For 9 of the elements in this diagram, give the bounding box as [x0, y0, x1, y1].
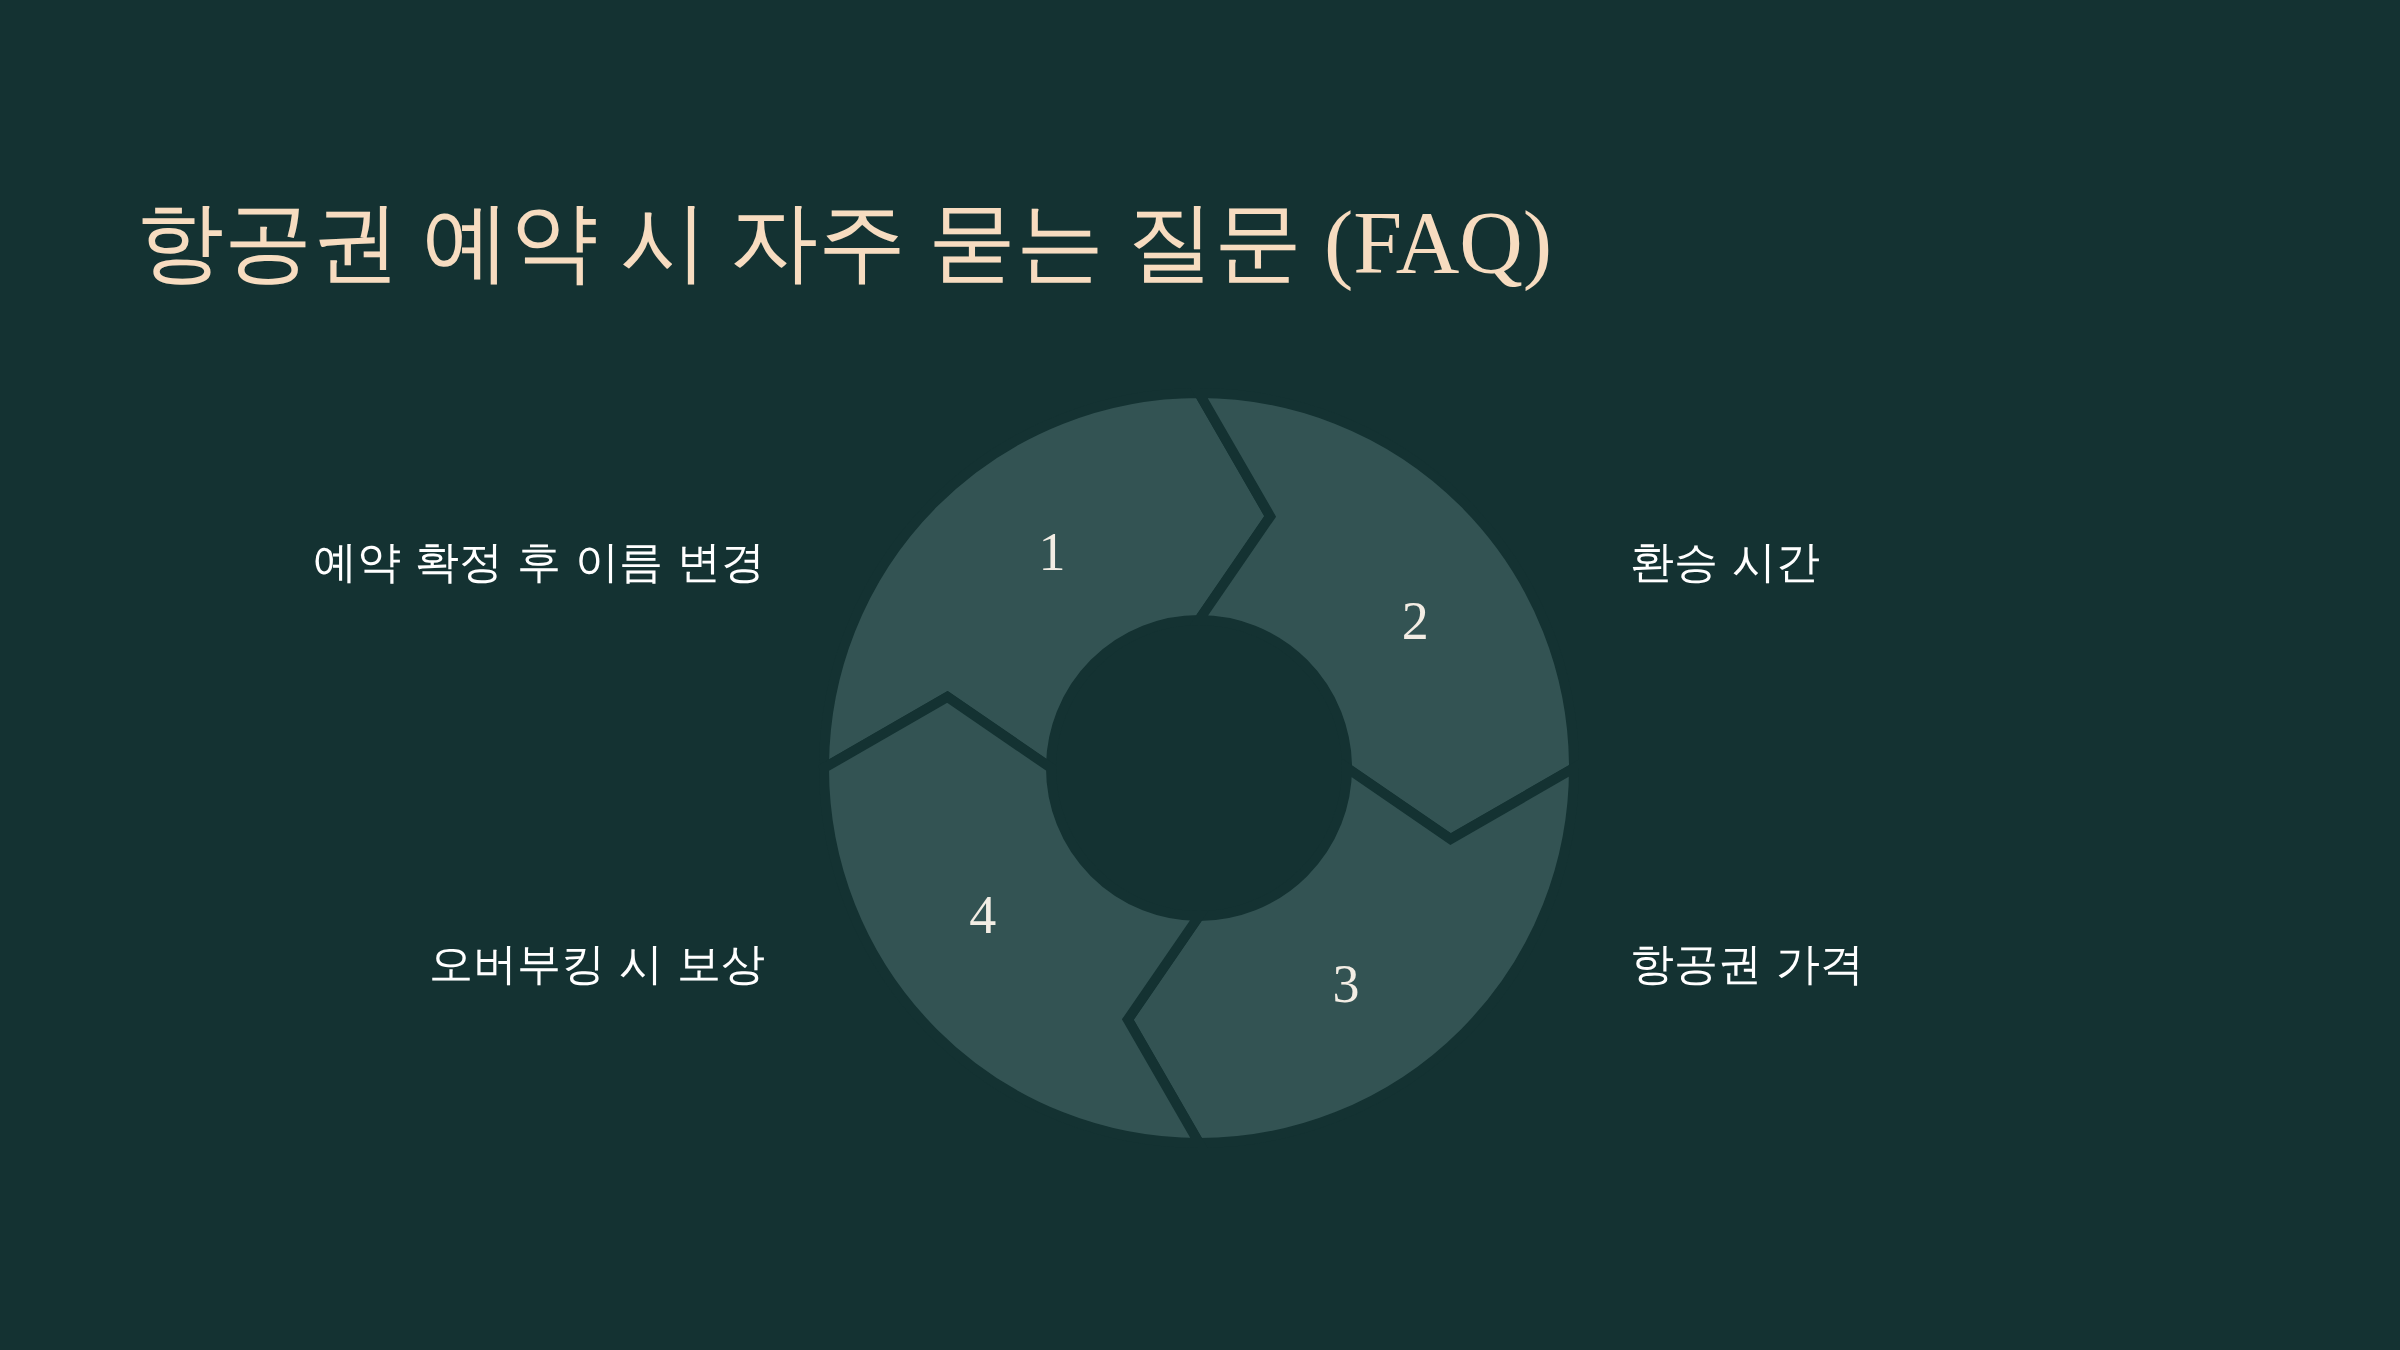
step-number: 1: [1038, 524, 1066, 579]
question-label: 예약 확정 후 이름 변경: [313, 535, 765, 589]
question-label: 환승 시간: [1630, 535, 1820, 589]
question-label: 오버부킹 시 보상: [429, 937, 765, 991]
step-number: 3: [1332, 957, 1360, 1012]
step-number: 2: [1401, 594, 1429, 648]
question-label: 항공권 가격: [1630, 937, 1864, 991]
page-title: 항공권 예약 시 자주 묻는 질문 (FAQ): [136, 195, 1553, 292]
step-number: 4: [969, 888, 997, 942]
